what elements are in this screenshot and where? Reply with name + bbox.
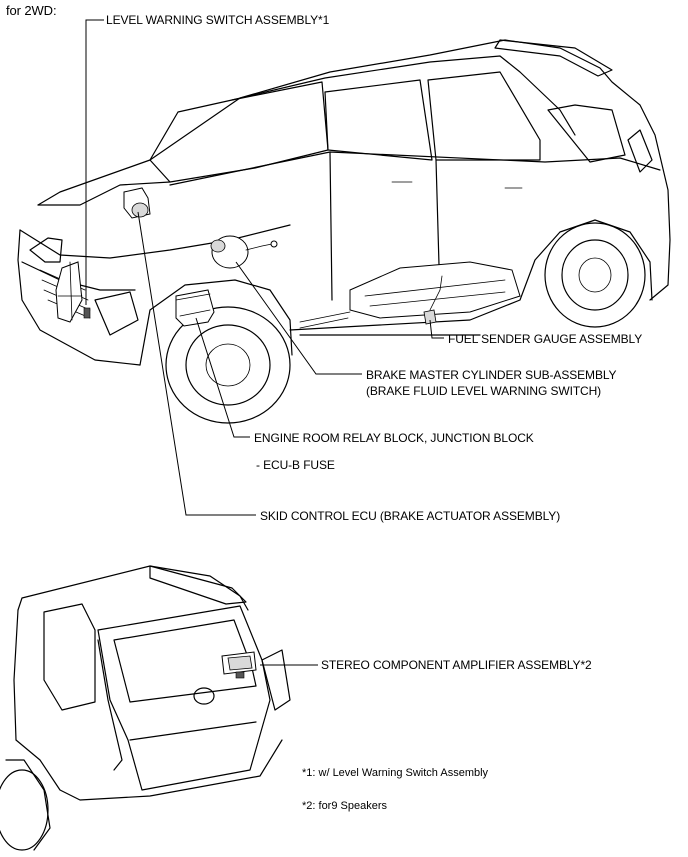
stereo-amplifier-part <box>221 651 257 679</box>
callout-fuel-sender-gauge: FUEL SENDER GAUGE ASSEMBLY <box>448 332 643 346</box>
callout-skid-control-ecu: SKID CONTROL ECU (BRAKE ACTUATOR ASSEMBL… <box>260 509 561 523</box>
footnote-1: *1: w/ Level Warning Switch Assembly <box>302 767 489 779</box>
callout-level-warning-switch: LEVEL WARNING SWITCH ASSEMBLY*1 <box>106 13 330 27</box>
leader-lines-front <box>85 19 444 516</box>
level-warning-switch-part <box>55 261 91 323</box>
callout-brake-master-cylinder-line2: (BRAKE FLUID LEVEL WARNING SWITCH) <box>366 384 602 398</box>
callout-brake-master-cylinder-line1: BRAKE MASTER CYLINDER SUB-ASSEMBLY <box>366 368 617 382</box>
engine-room-relay-block-part <box>175 289 215 327</box>
skid-control-ecu-part <box>123 187 151 219</box>
brake-master-cylinder-part <box>210 235 278 269</box>
callout-stereo-amplifier: STEREO COMPONENT AMPLIFIER ASSEMBLY*2 <box>321 658 592 672</box>
front-vehicle-outline <box>17 39 671 424</box>
callout-ecu-b-fuse: - ECU-B FUSE <box>256 458 335 472</box>
rear-vehicle-outline <box>0 565 291 851</box>
variant-heading: for 2WD: <box>6 3 57 18</box>
footnote-2: *2: for9 Speakers <box>302 800 387 812</box>
callout-engine-room-relay-block: ENGINE ROOM RELAY BLOCK, JUNCTION BLOCK <box>254 431 534 445</box>
